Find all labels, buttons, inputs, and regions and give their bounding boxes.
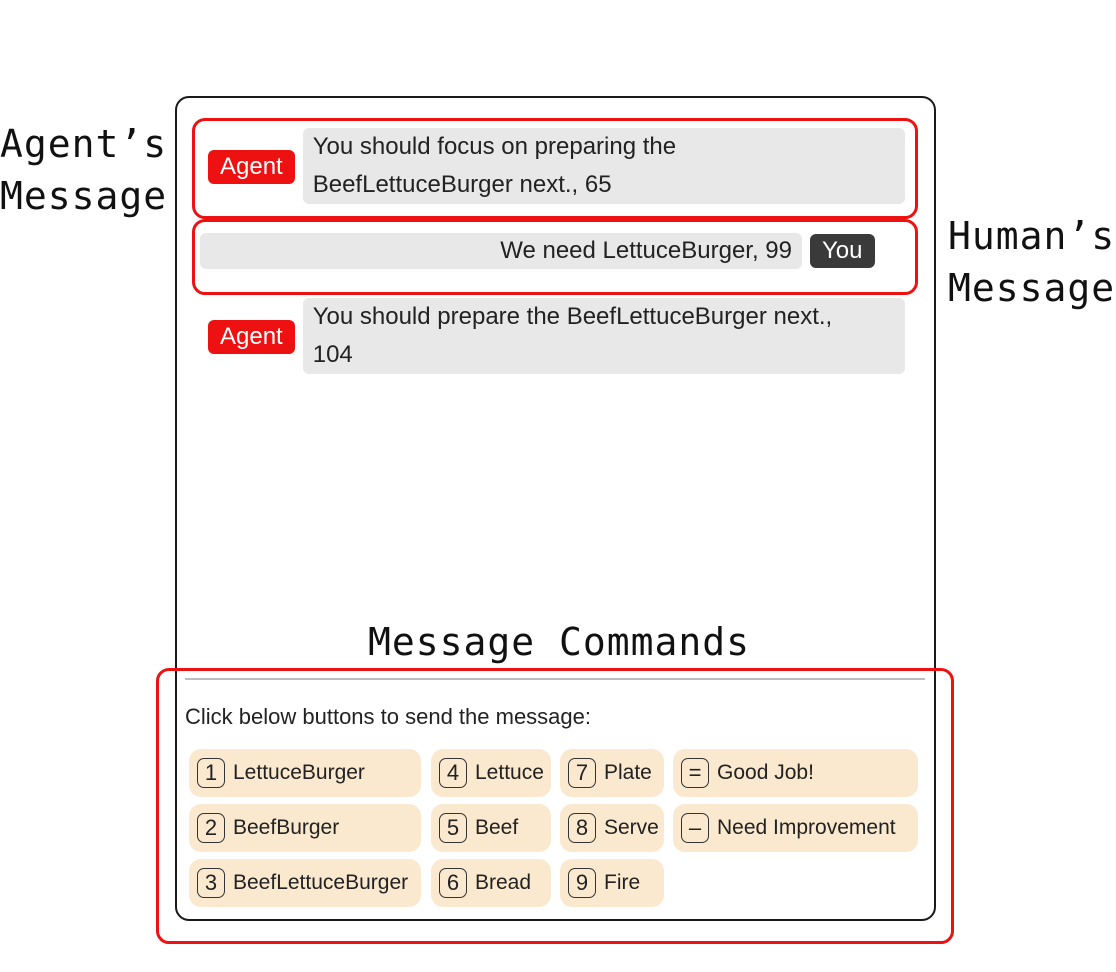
agent-message-bubble: You should prepare the BeefLettuceBurger… xyxy=(302,298,905,374)
commands-instruction: Click below buttons to send the message: xyxy=(185,704,592,729)
agent-message-bubble: You should focus on preparing the BeefLe… xyxy=(302,128,905,204)
message-text-line: BeefLettuceBurger next., 65 xyxy=(312,171,612,198)
key-5-icon: 5 xyxy=(439,813,467,843)
message-text-line: You should prepare the BeefLettuceBurger… xyxy=(312,303,833,330)
command-label: Good Job! xyxy=(717,761,814,784)
key-8-icon: 8 xyxy=(568,813,596,843)
command-button-beefburger[interactable]: 2 BeefBurger xyxy=(189,804,421,852)
command-button-beef[interactable]: 5 Beef xyxy=(431,804,551,852)
message-commands-annotation: Message Commands xyxy=(368,620,751,664)
human-message: We need LettuceBurger, 99 You xyxy=(200,233,875,269)
agent-message: Agent You should focus on preparing the … xyxy=(208,128,905,204)
key-1-icon: 1 xyxy=(197,758,225,788)
command-button-fire[interactable]: 9 Fire xyxy=(560,859,664,907)
key-9-icon: 9 xyxy=(568,868,596,898)
command-label: Bread xyxy=(475,871,532,894)
you-badge: You xyxy=(810,234,875,268)
command-label: BeefBurger xyxy=(233,816,340,839)
commands-divider xyxy=(185,678,925,680)
command-label: Need Improvement xyxy=(717,816,896,839)
command-button-lettuce[interactable]: 4 Lettuce xyxy=(431,749,551,797)
key-2-icon: 2 xyxy=(197,813,225,843)
command-button-need-improvement[interactable]: – Need Improvement xyxy=(673,804,918,852)
agent-message-annotation: Agent’s Message xyxy=(0,122,168,218)
message-text-line: 104 xyxy=(312,341,353,368)
key-7-icon: 7 xyxy=(568,758,596,788)
human-message-annotation: Human’s Message xyxy=(948,214,1116,310)
command-button-plate[interactable]: 7 Plate xyxy=(560,749,664,797)
agent-message-highlight xyxy=(192,118,918,219)
key-6-icon: 6 xyxy=(439,868,467,898)
command-button-lettuceburger[interactable]: 1 LettuceBurger xyxy=(189,749,421,797)
key-3-icon: 3 xyxy=(197,868,225,898)
command-button-serve[interactable]: 8 Serve xyxy=(560,804,664,852)
command-label: Serve xyxy=(604,816,659,839)
command-label: Fire xyxy=(604,871,641,894)
agent-badge: Agent xyxy=(208,150,295,184)
human-message-highlight xyxy=(192,219,918,295)
key-equals-icon: = xyxy=(681,758,709,788)
message-text-line: You should focus on preparing the xyxy=(312,133,677,160)
message-commands-highlight xyxy=(156,668,954,944)
key-minus-icon: – xyxy=(681,813,709,843)
agent-badge: Agent xyxy=(208,320,295,354)
command-label: Lettuce xyxy=(475,761,544,784)
human-message-bubble: We need LettuceBurger, 99 xyxy=(200,233,802,269)
command-button-good-job[interactable]: = Good Job! xyxy=(673,749,918,797)
command-label: Plate xyxy=(604,761,652,784)
command-button-beeflettuceburger[interactable]: 3 BeefLettuceBurger xyxy=(189,859,421,907)
key-4-icon: 4 xyxy=(439,758,467,788)
command-label: LettuceBurger xyxy=(233,761,365,784)
command-button-bread[interactable]: 6 Bread xyxy=(431,859,551,907)
command-label: BeefLettuceBurger xyxy=(233,871,409,894)
agent-message: Agent You should prepare the BeefLettuce… xyxy=(208,298,905,374)
command-label: Beef xyxy=(475,816,519,839)
